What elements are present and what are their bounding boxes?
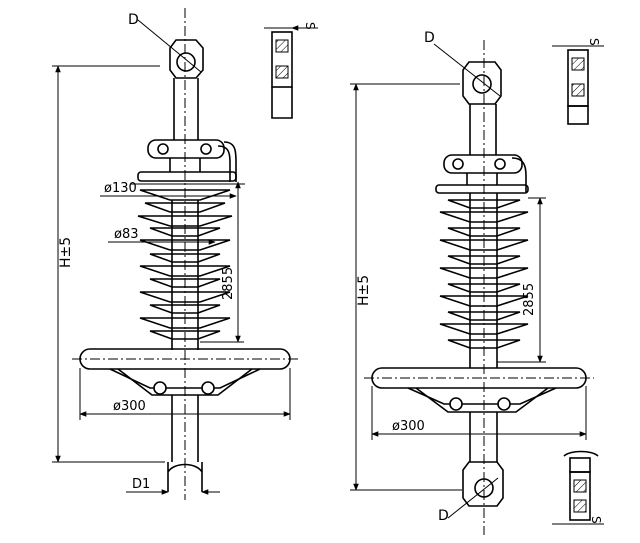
right-arc-dimension: 2855 — [497, 197, 546, 363]
right-insulator: D — [350, 30, 604, 535]
left-shed-large-dimension: ø130 — [100, 181, 237, 199]
left-bottom-rod — [167, 395, 203, 492]
right-ring-label: ø300 — [392, 419, 425, 434]
right-arc-label: 2855 — [522, 283, 537, 316]
right-top-section-label: S — [587, 38, 601, 46]
right-top-shed — [435, 184, 529, 194]
right-bottom-section-detail: S — [552, 450, 604, 525]
right-top-eye-fitting: D — [424, 30, 502, 155]
left-ring-dimension: ø300 — [79, 368, 291, 420]
left-top-eye-fitting: D — [128, 12, 204, 140]
left-top-shed — [130, 171, 245, 185]
left-top-fitting-label: D — [128, 12, 139, 28]
right-bottom-fitting-label: D — [438, 508, 449, 524]
left-arc-label: 2855 — [221, 267, 236, 300]
left-ring-label: ø300 — [113, 399, 146, 414]
right-upper-clamp — [443, 154, 527, 192]
right-grading-ring — [364, 367, 594, 413]
left-shed-large-label: ø130 — [104, 181, 137, 196]
left-rod-dimension: D1 — [126, 477, 220, 495]
right-bottom-eye-fitting: D — [438, 412, 504, 524]
left-grading-ring — [72, 348, 298, 396]
left-shed-stack — [137, 189, 233, 350]
left-height-dimension: H±5 — [52, 65, 165, 463]
right-top-section-detail: S — [552, 38, 604, 125]
left-arc-dimension: 2855 — [200, 181, 244, 343]
left-insulator: D — [52, 8, 318, 500]
left-rod-label: D1 — [132, 477, 150, 492]
left-upper-clamp — [147, 139, 237, 182]
left-section-label: S — [303, 22, 317, 30]
right-ring-dimension: ø300 — [371, 386, 587, 440]
left-height-label: H±5 — [58, 237, 74, 268]
right-bottom-section-label: S — [589, 516, 603, 524]
right-shed-stack — [439, 193, 529, 368]
left-shed-small-dimension: ø83 — [108, 227, 216, 245]
left-section-detail: S — [264, 22, 318, 119]
right-top-fitting-label: D — [424, 30, 435, 46]
right-height-label: H±5 — [356, 275, 372, 306]
left-shed-small-label: ø83 — [114, 227, 139, 242]
right-height-dimension: H±5 — [350, 83, 462, 491]
